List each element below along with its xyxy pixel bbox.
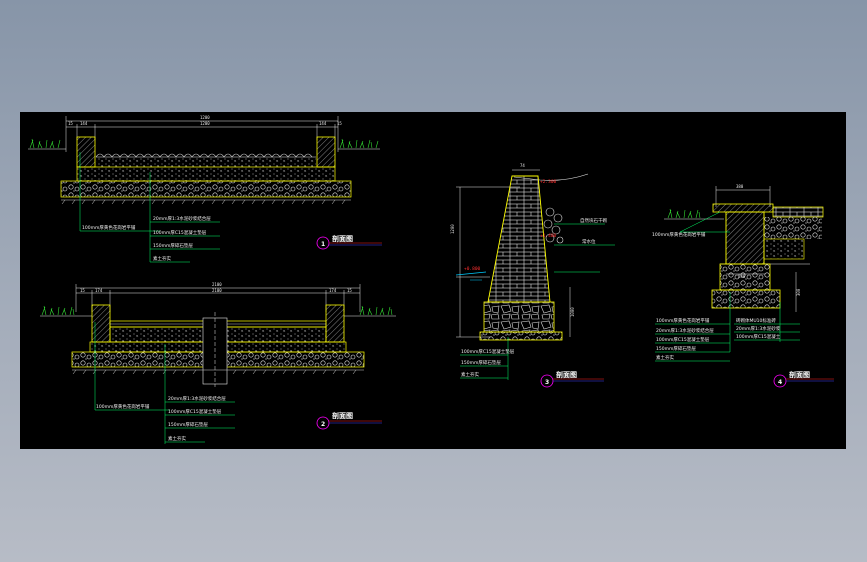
s4-note-right-2: 100mm厚C15混凝土 bbox=[736, 333, 781, 340]
s1-dim-c: 1200 bbox=[200, 121, 210, 126]
grass-icon bbox=[667, 208, 701, 219]
s3-level-mid: +1.400 bbox=[540, 233, 557, 239]
s2-note-0: 100mm厚黄色花岗岩平铺 bbox=[96, 403, 150, 410]
section-4: 380 240 300 100mm厚黄色花 bbox=[652, 184, 834, 388]
s4-note-right-1: 20mm厚1:3水泥砂浆 bbox=[736, 325, 781, 332]
s4-dim-side: 300 bbox=[796, 288, 801, 296]
s4-label-title: 剖面图 bbox=[789, 370, 810, 379]
s2-dim-c: 2100 bbox=[212, 288, 222, 293]
s3-dim-base: 1000 bbox=[570, 307, 575, 317]
cad-drawing: 1200 15 144 1200 144 15 bbox=[28, 115, 834, 444]
s2-dim-b: 174 bbox=[95, 288, 103, 293]
s2-label-number: 2 bbox=[321, 421, 325, 428]
s2-label-title: 剖面图 bbox=[332, 411, 353, 420]
grass-icon bbox=[29, 138, 379, 149]
s4-note-top: 100mm厚黄色花岗岩平铺 bbox=[652, 231, 706, 238]
s1-note-1: 20mm厚1:3水泥砂浆结合层 bbox=[153, 215, 211, 222]
s4-note-right-0: 砖砌体MU10标准砖 bbox=[736, 317, 776, 324]
s4-note-left-4: 素土夯实 bbox=[656, 354, 674, 361]
s2-note-3: 150mm厚碎石垫层 bbox=[168, 421, 208, 428]
s1-dim-b: 144 bbox=[80, 121, 88, 126]
s3-note-1: 常水位 bbox=[582, 238, 596, 245]
s1-dim-d: 144 bbox=[319, 121, 327, 126]
s3-note-2: 100mm厚C15混凝土垫层 bbox=[461, 348, 515, 355]
s4-dim-top: 380 bbox=[736, 184, 744, 189]
s1-note-2: 100mm厚C15混凝土垫层 bbox=[153, 229, 207, 236]
s3-dim-top: 74 bbox=[520, 163, 525, 168]
s3-note-3: 150mm厚碎石垫层 bbox=[461, 359, 501, 366]
s3-label-title: 剖面图 bbox=[556, 370, 577, 379]
s3-label-number: 3 bbox=[545, 379, 549, 386]
s2-dim-total: 2100 bbox=[212, 282, 222, 287]
s4-note-left-1: 20mm厚1:3水泥砂浆结合层 bbox=[656, 327, 714, 334]
section-1: 1200 15 144 1200 144 15 bbox=[28, 115, 382, 263]
s2-dim-d: 174 bbox=[329, 288, 337, 293]
s4-note-left-3: 150mm厚碎石垫层 bbox=[656, 345, 696, 352]
s3-note-4: 素土夯实 bbox=[461, 371, 479, 378]
section-2: 2100 15 174 2100 174 15 bbox=[40, 282, 396, 444]
s4-note-left-2: 100mm厚C15混凝土垫层 bbox=[656, 336, 710, 343]
s3-note-0: 自然块石干砌 bbox=[580, 217, 607, 224]
s1-note-0: 100mm厚黄色花岗岩平铺 bbox=[82, 224, 136, 231]
s2-note-2: 100mm厚C15混凝土垫层 bbox=[168, 408, 222, 415]
s2-note-1: 20mm厚1:3水泥砂浆结合层 bbox=[168, 395, 226, 402]
grass-icon bbox=[41, 305, 393, 316]
s1-label-title: 剖面图 bbox=[332, 234, 353, 243]
s3-level-water: +0.800 bbox=[464, 266, 481, 272]
s1-note-4: 素土夯实 bbox=[153, 255, 171, 262]
s1-dim-e: 15 bbox=[337, 121, 342, 126]
s2-dim-e: 15 bbox=[347, 288, 352, 293]
s1-dim-total: 1200 bbox=[200, 115, 210, 120]
section-3: 1200 1000 74 +2.300 +1.400 +0.800 bbox=[450, 163, 615, 388]
s2-note-4: 素土夯实 bbox=[168, 435, 186, 442]
s3-level-top: +2.300 bbox=[540, 179, 557, 185]
s1-note-3: 150mm厚碎石垫层 bbox=[153, 242, 193, 249]
s1-label-number: 1 bbox=[321, 241, 325, 248]
s4-note-left-0: 100mm厚黄色花岗岩平铺 bbox=[656, 317, 710, 324]
s2-dim-a: 15 bbox=[80, 288, 85, 293]
s3-dim-height: 1200 bbox=[450, 224, 455, 234]
s4-label-number: 4 bbox=[778, 379, 782, 386]
s1-dim-a: 15 bbox=[68, 121, 73, 126]
cad-drawing-viewport[interactable]: 1200 15 144 1200 144 15 bbox=[20, 112, 846, 449]
